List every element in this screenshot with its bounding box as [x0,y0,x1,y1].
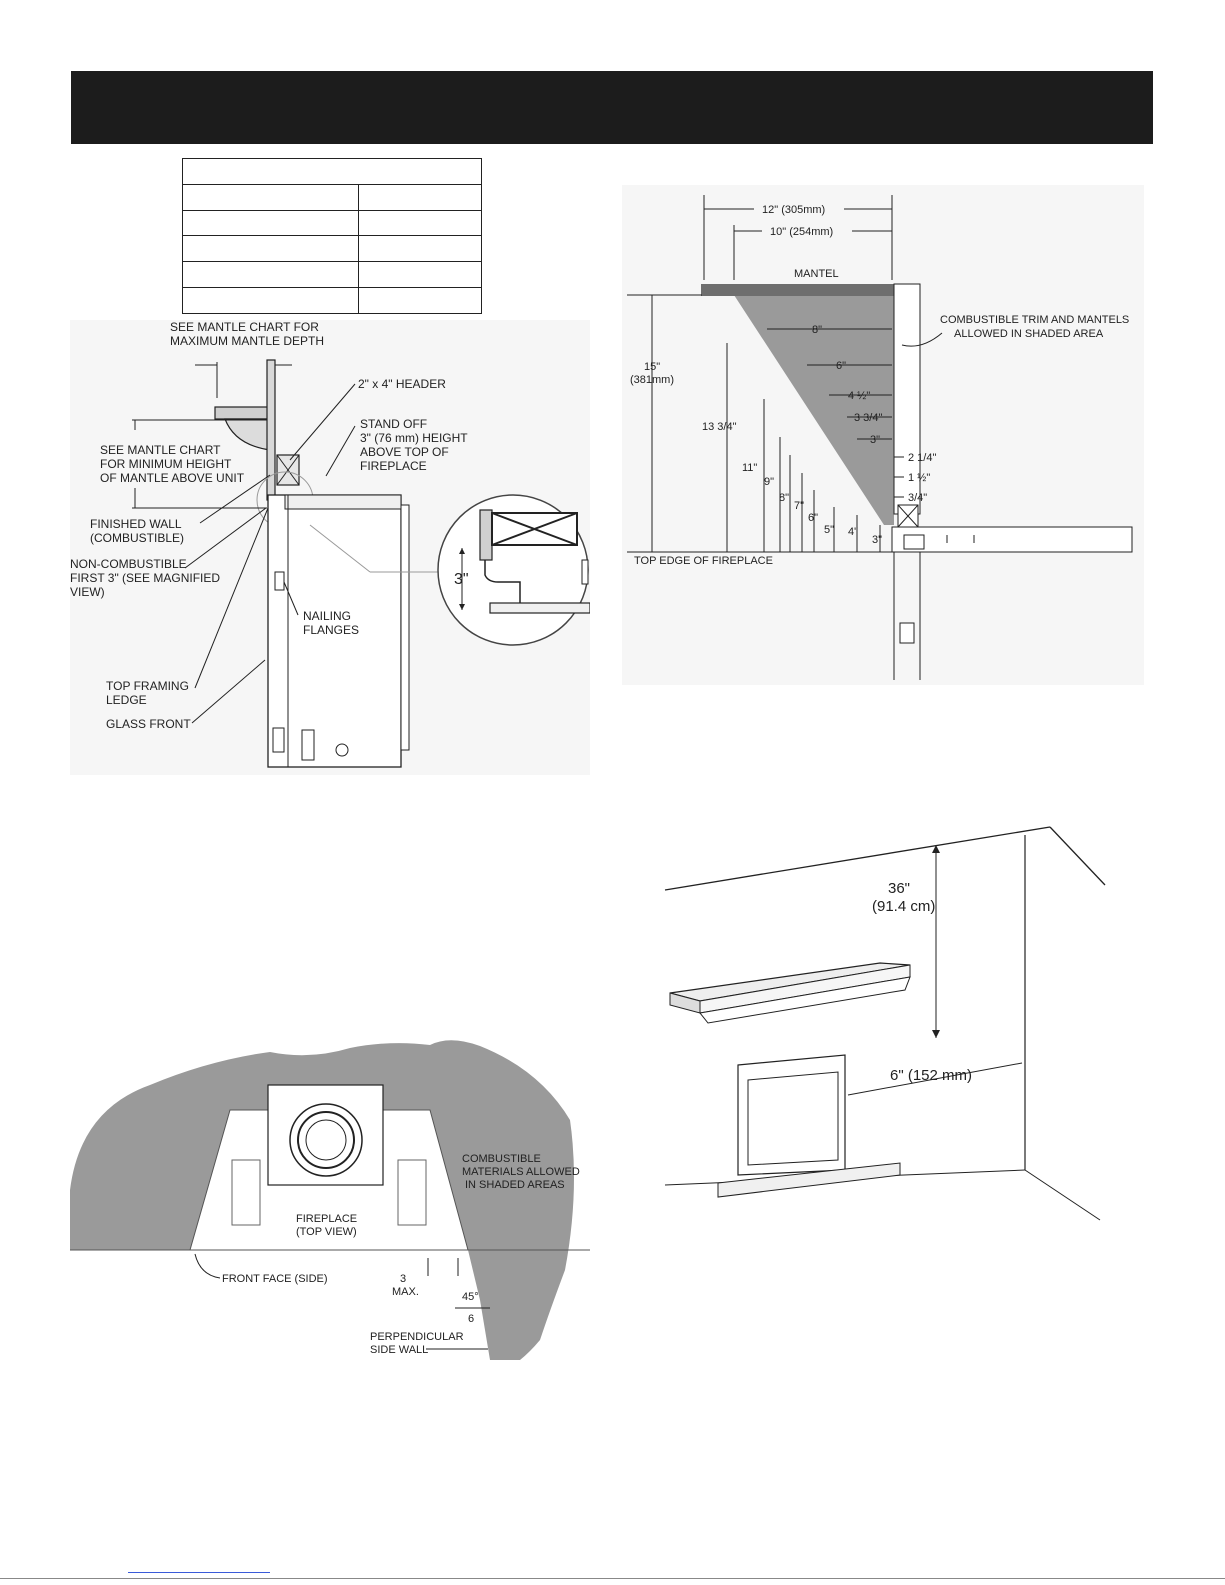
nailing-flange [272,727,285,753]
label-glass-front: GLASS FRONT [106,717,191,731]
d-0-75in: 3/4" [908,492,927,504]
fireplace-body [267,494,402,768]
label-noncombustible-3: VIEW) [70,585,105,599]
h-15in-mm: (381mm) [630,374,674,386]
label-nailing-1: NAILING [303,609,351,623]
label-top-framing-2: LEDGE [106,693,147,707]
d-8in: 8" [812,324,822,336]
label-noncombustible-1: NON-COMBUSTIBLE [70,557,187,571]
label-front-face: FRONT FACE (SIDE) [222,1273,328,1285]
table-row [182,235,482,263]
label-standoff-3: ABOVE TOP OF [360,445,449,459]
h-4in: 4" [848,526,858,538]
d-6in: 6" [836,360,846,372]
label-see-chart-height-3: OF MANTLE ABOVE UNIT [100,471,245,485]
ceiling-line [664,826,1051,891]
h-5in: 5" [824,524,834,536]
d-3-75in: 3 3/4" [854,412,882,424]
room-perspective-diagram: 36" (91.4 cm) 6" (152 mm) [660,825,1110,1225]
footer-link-underline [128,1572,270,1573]
dim-12in: 12" (305mm) [762,204,825,216]
label-top-framing-1: TOP FRAMING [106,679,189,693]
h-8in: 8" [779,492,789,504]
section-header-banner [71,71,1153,144]
label-see-chart-depth-2: MAXIMUM MANTLE DEPTH [170,334,324,348]
label-max-2: MAX. [392,1286,419,1298]
top-view-diagram: FIREPLACE (TOP VIEW) COMBUSTIBLE MATERIA… [70,1040,590,1360]
table-cell [182,287,359,314]
d-2-25in: 2 1/4" [908,452,936,464]
table-row [182,261,482,289]
label-top-edge: TOP EDGE OF FIREPLACE [634,555,773,567]
footer-rule [0,1578,1225,1579]
h-6in: 6" [808,512,818,524]
label-allowed-1: COMBUSTIBLE TRIM AND MANTELS [940,314,1129,326]
h-15in: 15" [644,361,660,373]
d-3in: 3" [870,434,880,446]
table-cell [358,183,482,211]
table-row [182,183,482,211]
label-noncombustible-2: FIRST 3" (SEE MAGNIFIED [70,571,220,585]
flue-collar-icon [289,1103,363,1177]
table-cell [182,261,359,289]
h-7in: 7" [794,500,804,512]
side-section-diagram: SEE MANTLE CHART FOR MAXIMUM MANTLE DEPT… [70,320,590,775]
d-4-5in: 4 ½" [848,390,870,402]
mantel-shelf [701,284,894,296]
dim-36in-cm: (91.4 cm) [872,898,935,915]
table-cell [182,209,359,237]
table-row [182,209,482,237]
label-finished-wall-1: FINISHED WALL [90,517,182,531]
h-11in: 11" [742,462,757,474]
dim-36in: 36" [888,880,910,897]
table-cell [358,261,482,289]
nailing-flange [274,571,285,591]
dim-6in: 6" (152 mm) [890,1067,972,1084]
table-row [182,158,482,185]
label-see-chart-depth-1: SEE MANTLE CHART FOR [170,320,319,334]
label-header: 2" x 4" HEADER [358,377,446,391]
combustible-shaded-area [734,295,894,525]
label-fireplace-2: (TOP VIEW) [296,1226,357,1238]
table-cell [358,209,482,237]
h-3in: 3" [872,534,882,546]
label-magnified-3in: 3" [454,571,469,588]
label-fireplace-1: FIREPLACE [296,1213,357,1225]
mantel-clearance-chart: 12" (305mm) 10" (254mm) MANTEL COMBUSTIB… [622,185,1144,685]
table-cell [182,183,359,211]
mantle-chart-table [182,158,482,314]
h-13-75in: 13 3/4" [702,421,737,433]
label-standoff-4: FIREPLACE [360,459,427,473]
label-finished-wall-2: (COMBUSTIBLE) [90,531,184,545]
label-see-chart-height-2: FOR MINIMUM HEIGHT [100,457,232,471]
label-standoff-2: 3" (76 mm) HEIGHT [360,431,468,445]
label-mantel: MANTEL [794,268,839,280]
d-1-5in: 1 ½" [908,472,930,484]
hearth [717,1162,901,1198]
label-standoff-1: STAND OFF [360,417,427,431]
label-combustible-2: MATERIALS ALLOWED [462,1166,580,1178]
mantel-shelf [214,406,271,420]
table-cell [358,287,482,314]
table-cell [182,158,482,185]
label-45-deg: 45° [462,1291,479,1303]
label-side-wall-1: PERPENDICULAR [370,1331,464,1343]
label-6: 6 [468,1313,474,1325]
finished-wall [266,359,276,501]
label-max-1: 3 [400,1273,406,1285]
table-cell [182,235,359,263]
label-side-wall-2: SIDE WALL [370,1344,428,1356]
label-combustible-1: COMBUSTIBLE [462,1153,541,1165]
label-nailing-2: FLANGES [303,623,359,637]
label-combustible-3: IN SHADED AREAS [465,1179,565,1191]
flue-box [267,1084,384,1186]
dim-10in: 10" (254mm) [770,226,833,238]
label-allowed-2: ALLOWED IN SHADED AREA [954,328,1104,340]
label-see-chart-height-1: SEE MANTLE CHART [100,443,221,457]
table-row [182,287,482,314]
h-9in: 9" [764,476,774,488]
table-cell [358,235,482,263]
